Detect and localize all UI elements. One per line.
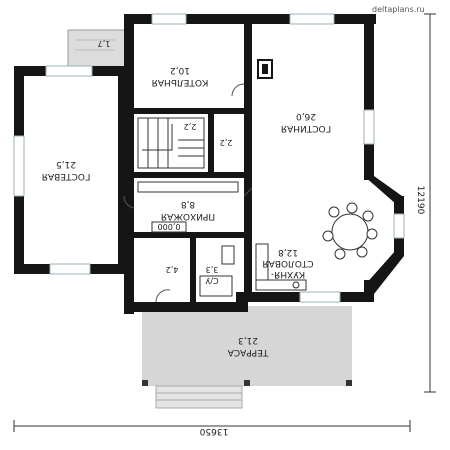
terrace-area	[142, 306, 352, 386]
staircase	[137, 117, 239, 193]
boiler-room-label: КОТЕЛЬНАЯ 10,2	[152, 65, 209, 87]
width-dimension: 13650	[13, 420, 411, 436]
svg-text:СТОЛОВАЯ: СТОЛОВАЯ	[262, 258, 313, 268]
dining-table	[322, 202, 378, 260]
site-watermark: deltaplans.ru	[372, 5, 425, 14]
hall-label: ПРИХОЖАЯ 8,8	[161, 199, 215, 221]
svg-text:8,8: 8,8	[181, 199, 196, 209]
stair-area-b: 2,2	[220, 138, 233, 147]
bathroom-fixtures	[199, 245, 235, 297]
guest-room-label: ГОСТЕВАЯ 21,5	[42, 159, 91, 181]
svg-text:ГОСТИНАЯ: ГОСТИНАЯ	[281, 123, 331, 133]
svg-text:12,8: 12,8	[278, 247, 298, 257]
svg-text:ТЕРРАСА: ТЕРРАСА	[227, 347, 269, 357]
porch-top	[68, 30, 126, 66]
svg-text:ГОСТЕВАЯ: ГОСТЕВАЯ	[42, 171, 91, 181]
terrace-steps	[155, 385, 243, 409]
width-dimension-value: 13650	[199, 426, 228, 436]
svg-text:21,5: 21,5	[56, 159, 76, 169]
closet-area: 4,2	[166, 265, 179, 274]
svg-text:10,2: 10,2	[170, 65, 190, 75]
level-mark-box	[151, 221, 187, 233]
kitchen-label: КУХНЯ- СТОЛОВАЯ 12,8	[262, 247, 313, 279]
stair-area-a: 2,2	[184, 122, 197, 131]
svg-text:ПРИХОЖАЯ: ПРИХОЖАЯ	[161, 211, 215, 221]
level-mark: 0,000	[158, 222, 181, 231]
porch-top-area: 1,7	[98, 39, 111, 48]
living-room-label: ГОСТИНАЯ 26,0	[281, 111, 331, 133]
svg-text:3,3: 3,3	[206, 265, 219, 274]
terrace-label: ТЕРРАСА 21,3	[227, 335, 269, 357]
svg-text:26,0: 26,0	[296, 111, 316, 121]
depth-dimension: 12190	[415, 13, 436, 393]
svg-text:КУХНЯ-: КУХНЯ-	[271, 269, 305, 279]
doors	[123, 83, 253, 303]
svg-text:КОТЕЛЬНАЯ: КОТЕЛЬНАЯ	[152, 77, 209, 87]
svg-text:С/У: С/У	[205, 276, 218, 285]
bath-label: С/У 3,3	[205, 265, 218, 285]
windows	[13, 13, 405, 303]
depth-dimension-value: 12190	[415, 186, 425, 215]
kitchen-counter	[255, 243, 307, 291]
svg-text:21,3: 21,3	[238, 335, 258, 345]
